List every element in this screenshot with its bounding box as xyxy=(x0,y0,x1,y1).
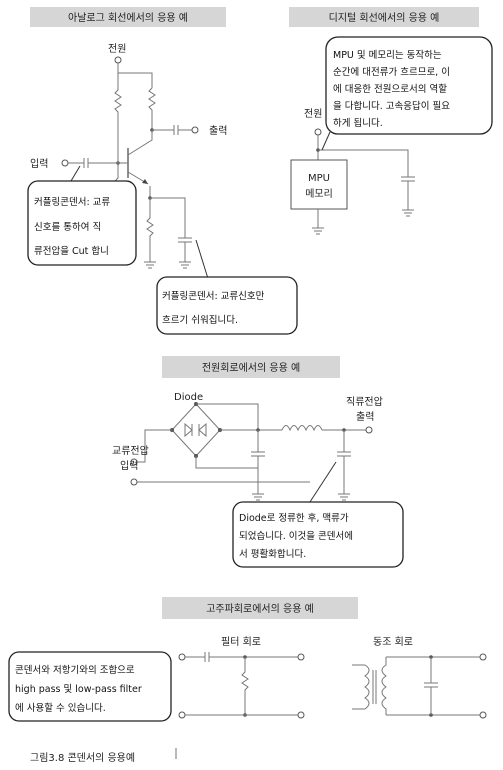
svg-text:입력: 입력 xyxy=(30,157,48,170)
svg-text:MPU: MPU xyxy=(308,173,330,184)
svg-text:필터 회로: 필터 회로 xyxy=(221,636,261,648)
header-analog: 아날로그 회선에서의 응용 예 xyxy=(30,7,226,27)
svg-text:출력: 출력 xyxy=(356,411,374,423)
svg-text:류전압을 Cut 합니: 류전압을 Cut 합니 xyxy=(34,245,109,257)
header-power: 전원회로에서의 응용 예 xyxy=(162,356,340,378)
svg-text:MPU 및 메모리는 동작하는: MPU 및 메모리는 동작하는 xyxy=(333,49,442,61)
svg-text:커플링콘덴서: 교류: 커플링콘덴서: 교류 xyxy=(34,196,110,208)
svg-text:서 평활화합니다.: 서 평활화합니다. xyxy=(239,548,306,560)
filter-circuit: 필터 회로 xyxy=(178,636,305,719)
svg-text:아날로그 회선에서의 응용 예: 아날로그 회선에서의 응용 예 xyxy=(68,12,188,24)
svg-text:입력: 입력 xyxy=(120,459,138,472)
svg-text:디지털 회선에서의 응용 예: 디지털 회선에서의 응용 예 xyxy=(329,12,440,24)
svg-text:직류전압: 직류전압 xyxy=(346,395,383,408)
analog-callout-emitter-cap: 커플링콘덴서: 교류신호만 흐르기 쉬워집니다. xyxy=(156,239,298,335)
svg-text:에 대응한 전원으로서의 역할: 에 대응한 전원으로서의 역할 xyxy=(333,84,447,95)
svg-text:흐르기 쉬워집니다.: 흐르기 쉬워집니다. xyxy=(162,314,238,326)
digital-callout: MPU 및 메모리는 동작하는 순간에 대전류가 흐르므로, 이 에 대응한 전… xyxy=(321,36,493,151)
svg-text:을 다합니다. 고속응답이 필요: 을 다합니다. 고속응답이 필요 xyxy=(333,100,450,112)
analog-callout-input-cap: 커플링콘덴서: 교류 신호를 통하여 직 류전압을 Cut 합니 xyxy=(27,165,137,266)
svg-text:콘덴서와 저항기와의 조합으로: 콘덴서와 저항기와의 조합으로 xyxy=(15,664,135,676)
svg-text:커플링콘덴서: 교류신호만: 커플링콘덴서: 교류신호만 xyxy=(162,290,265,302)
power-circuit: Diode 교류전압 입력 직류전압 출력 xyxy=(112,392,383,501)
svg-text:에 사용할 수 있습니다.: 에 사용할 수 있습니다. xyxy=(15,702,106,714)
svg-text:교류전압: 교류전압 xyxy=(112,444,149,457)
tuning-circuit: 동조 회로 xyxy=(352,636,487,719)
svg-text:메모리: 메모리 xyxy=(305,188,333,200)
power-callout: Diode로 정류한 후, 맥류가 되었습니다. 이것을 콘덴서에 서 평활화합… xyxy=(232,461,404,568)
header-digital: 디지털 회선에서의 응용 예 xyxy=(289,7,479,27)
svg-text:동조 회로: 동조 회로 xyxy=(373,636,413,648)
svg-text:하게 됩니다.: 하게 됩니다. xyxy=(333,117,383,129)
analog-supply-label: 전원 xyxy=(108,43,126,55)
svg-text:출력: 출력 xyxy=(209,125,227,137)
digital-circuit: 전원 MPU 메모리 xyxy=(290,108,415,235)
svg-text:전원: 전원 xyxy=(304,108,322,120)
svg-text:전원회로에서의 응용 예: 전원회로에서의 응용 예 xyxy=(202,362,300,374)
header-hf: 고주파회로에서의 응용 예 xyxy=(162,597,358,619)
hf-callout: 콘덴서와 저항기와의 조합으로 high pass 및 low-pass fil… xyxy=(8,651,172,722)
analog-circuit: 전원 출력 입력 xyxy=(30,43,227,269)
svg-text:Diode: Diode xyxy=(174,392,203,403)
svg-text:신호를 통하여 직: 신호를 통하여 직 xyxy=(34,221,101,233)
svg-text:고주파회로에서의 응용 예: 고주파회로에서의 응용 예 xyxy=(206,603,314,615)
figure-caption: 그림3.8 콘덴서의 응용예 xyxy=(30,752,135,764)
svg-text:순간에 대전류가 흐르므로, 이: 순간에 대전류가 흐르므로, 이 xyxy=(333,67,450,78)
svg-text:high pass 및 low-pass filter: high pass 및 low-pass filter xyxy=(15,683,142,695)
svg-text:Diode로 정류한 후, 맥류가: Diode로 정류한 후, 맥류가 xyxy=(239,513,349,524)
svg-text:되었습니다. 이것을 콘덴서에: 되었습니다. 이것을 콘덴서에 xyxy=(239,530,353,542)
